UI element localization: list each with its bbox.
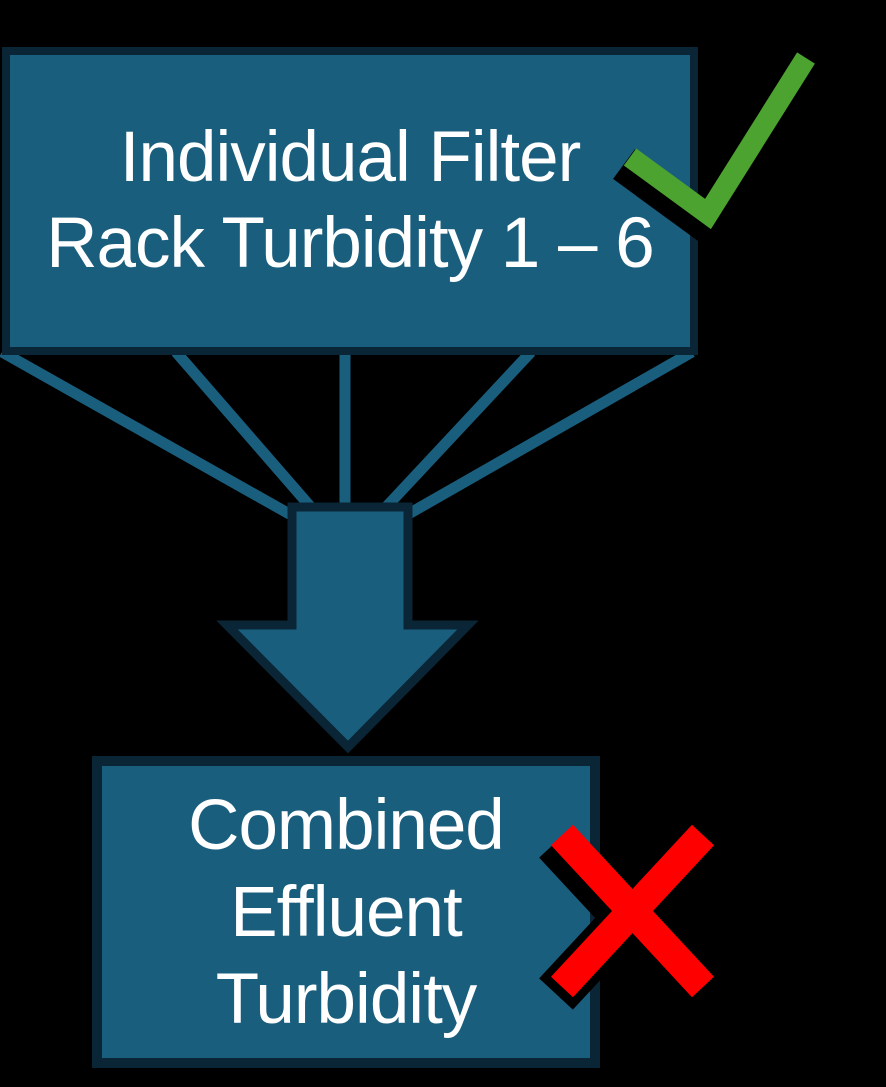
connector-line [0,347,303,525]
combined-effluent-turbidity-box: Combined Effluent Turbidity [92,756,600,1068]
bottom-box-text-line-2: Effluent [230,872,462,952]
connector-line [171,348,327,524]
connector-line [395,347,695,525]
down-arrow-icon [216,502,479,754]
top-box-text-line-2: Rack Turbidity 1 – 6 [46,204,654,283]
top-box-text-line-1: Individual Filter [119,118,581,197]
connector-line [369,348,536,524]
bottom-box-text-line-3: Turbidity [215,959,478,1039]
individual-filter-rack-turbidity-box: Individual Filter Rack Turbidity 1 – 6 [2,47,698,355]
bottom-box-text-line-1: Combined [188,785,505,865]
